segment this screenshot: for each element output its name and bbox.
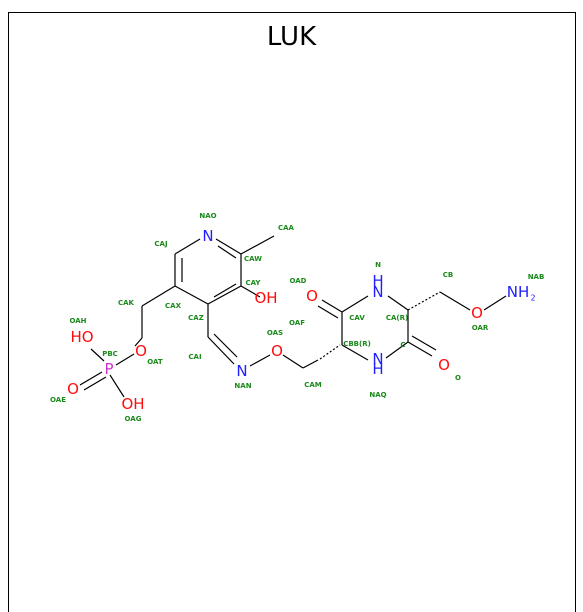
label-caw: CAW <box>244 255 262 263</box>
label-cav: CAV <box>349 314 365 322</box>
bond <box>134 337 143 347</box>
label-oas: OAS <box>267 329 283 337</box>
bond <box>207 285 242 305</box>
bond <box>174 238 201 255</box>
label-caz: CAZ <box>188 314 204 322</box>
label-oar: OAR <box>472 324 489 332</box>
label-oat: OAT <box>147 358 163 366</box>
label-cak: CAK <box>118 299 135 307</box>
atom-oxygen: OH <box>254 289 277 307</box>
label-nan: NAN <box>234 382 251 390</box>
label-pbc: PBC <box>102 350 118 358</box>
bond <box>302 359 319 369</box>
label-nao: NAO <box>199 212 216 220</box>
label-oag: OAG <box>125 415 142 423</box>
label-caa: CAA <box>278 224 295 232</box>
bond <box>385 341 409 359</box>
label-cbb: CBB(R) <box>343 340 371 348</box>
bond <box>483 295 507 311</box>
bond <box>207 336 235 365</box>
bond <box>115 353 135 366</box>
bond <box>387 295 409 311</box>
atom-nitrogen: N <box>372 350 383 368</box>
atom-oxygen: O <box>471 304 483 322</box>
label-cam: CAM <box>304 381 322 389</box>
label-caj: CAJ <box>154 240 167 248</box>
bond <box>341 344 369 361</box>
bond <box>109 374 125 398</box>
label-oad: OAD <box>290 277 307 285</box>
bond <box>317 305 339 319</box>
atom-nitrogen-h: H <box>372 360 383 378</box>
atom-nitrogen: N <box>372 283 383 301</box>
bond <box>321 299 343 313</box>
label-c: C <box>400 341 405 349</box>
bond <box>213 283 237 298</box>
bond <box>407 341 433 357</box>
molecule-diagram: N OH O P HO O OH N O O H N N H O O NH 2 … <box>50 212 545 423</box>
diagram-frame <box>8 12 576 612</box>
bond <box>240 235 275 255</box>
bond <box>407 291 441 311</box>
bond <box>240 285 261 298</box>
atom-nitrogen-h: H <box>372 272 383 290</box>
atom-phosphorus: P <box>104 360 113 378</box>
label-oaf: OAF <box>289 319 305 327</box>
bond <box>319 344 341 360</box>
bond <box>79 371 103 386</box>
label-cb: CB <box>443 271 453 279</box>
atom-oxygen: HO <box>70 328 93 346</box>
bond <box>439 291 471 311</box>
bond <box>141 285 176 307</box>
bond <box>249 354 271 367</box>
bond <box>174 285 209 305</box>
bond <box>282 354 304 369</box>
bond <box>90 348 105 362</box>
atom-oxygen: O <box>306 287 318 305</box>
label-o: O <box>455 374 461 382</box>
label-cax: CAX <box>165 302 182 310</box>
bond <box>213 333 238 358</box>
atom-oxygen: OH <box>121 395 144 413</box>
atom-nitrogen: N <box>202 227 213 245</box>
atom-oxygen: O <box>271 342 283 360</box>
bond <box>215 238 242 255</box>
label-nab: NAB <box>528 273 545 281</box>
label-oah: OAH <box>69 317 86 325</box>
bond <box>341 295 369 313</box>
label-cai: CAI <box>188 353 201 361</box>
label-naq: NAQ <box>369 391 386 399</box>
atom-oxygen: O <box>438 356 450 374</box>
atom-nitrogen: N <box>236 362 247 380</box>
bond <box>411 335 437 351</box>
atom-oxygen: O <box>67 380 79 398</box>
label-oae: OAE <box>50 396 66 404</box>
label-cay: CAY <box>246 279 262 287</box>
diagram-title: LUK <box>266 22 317 52</box>
atom-amine-sub: 2 <box>530 294 535 303</box>
atom-oxygen: O <box>135 342 147 360</box>
atom-amine: NH <box>507 283 530 301</box>
label-n-top: N <box>375 261 381 269</box>
bond <box>83 376 107 391</box>
bond <box>217 245 237 259</box>
label-car: CA(R) <box>386 314 408 322</box>
